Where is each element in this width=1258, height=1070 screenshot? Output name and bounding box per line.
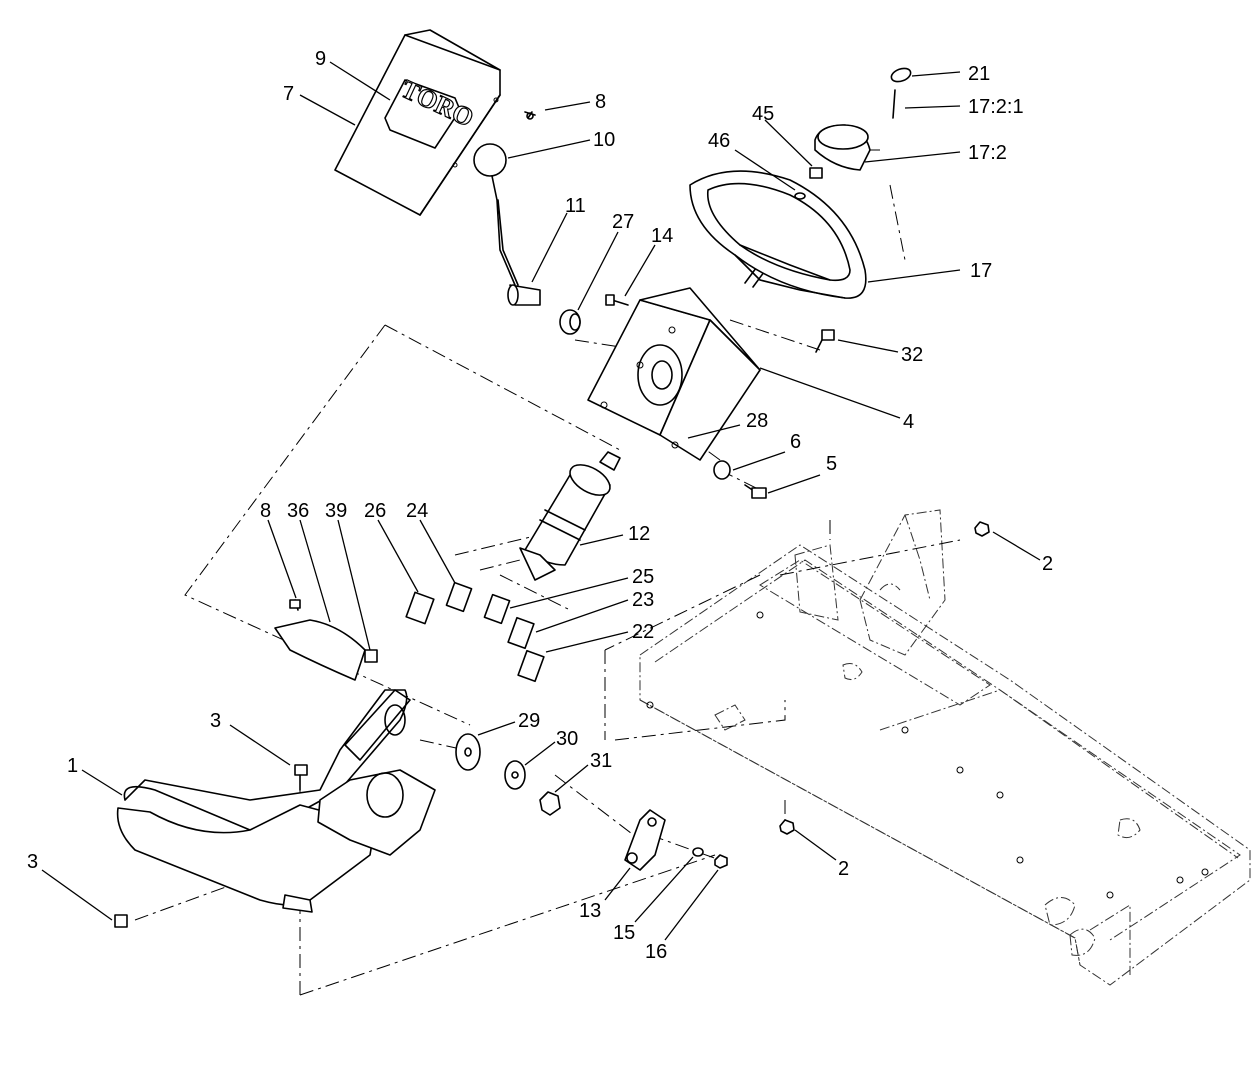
callout-17: 17	[970, 260, 992, 282]
callout-14: 14	[651, 225, 673, 247]
nuts-2	[779, 521, 990, 835]
callout-2-bottom: 2	[838, 858, 849, 880]
hydraulic-fittings	[405, 581, 545, 683]
callout-5: 5	[826, 453, 837, 475]
callout-8-left: 8	[260, 500, 271, 522]
callout-46: 46	[708, 130, 730, 152]
hydraulic-steering-unit	[519, 451, 621, 581]
steering-wheel	[689, 170, 867, 299]
console-cover: TORO	[334, 29, 501, 216]
callout-30: 30	[556, 728, 578, 750]
callout-39: 39	[325, 500, 347, 522]
callout-13: 13	[579, 900, 601, 922]
callout-21: 21	[968, 63, 990, 85]
callout-3-top: 3	[210, 710, 221, 732]
callout-numbers: 9 7 8 10 21 17:2:1 45 46 17:2 11 27 14 1…	[27, 48, 1053, 963]
bracket-36-nut-39-screw-8	[274, 599, 378, 681]
callout-17-2-1: 17:2:1	[968, 96, 1024, 118]
callout-26: 26	[364, 500, 386, 522]
callout-32: 32	[901, 344, 923, 366]
callout-28: 28	[746, 410, 768, 432]
callout-8-top: 8	[595, 91, 606, 113]
callout-2-top: 2	[1042, 553, 1053, 575]
callout-7: 7	[283, 83, 294, 105]
washers-29-30-nut-31	[455, 733, 561, 816]
callout-29: 29	[518, 710, 540, 732]
callout-24: 24	[406, 500, 428, 522]
callout-1: 1	[67, 755, 78, 777]
steering-column-mount	[587, 287, 761, 461]
bolts-3	[114, 764, 308, 928]
steering-cap-knob	[814, 67, 912, 171]
nut-washer-45-46	[794, 167, 823, 200]
washer-6-bolt-5	[713, 460, 767, 499]
callout-3-bottom: 3	[27, 851, 38, 873]
pedal-assembly	[116, 689, 436, 913]
callout-16: 16	[645, 941, 667, 963]
small-screw	[524, 111, 536, 120]
chassis-frame	[639, 509, 1251, 986]
bolt-14	[605, 294, 629, 306]
callout-36: 36	[287, 500, 309, 522]
leader-lines	[41, 61, 1041, 941]
callout-25: 25	[632, 566, 654, 588]
shift-lever	[473, 143, 541, 306]
callout-6: 6	[790, 431, 801, 453]
callout-23: 23	[632, 589, 654, 611]
callout-15: 15	[613, 922, 635, 944]
bushing	[559, 309, 581, 335]
callout-22: 22	[632, 621, 654, 643]
callout-11: 11	[565, 195, 586, 217]
callout-45: 45	[752, 103, 774, 125]
callout-10: 10	[593, 129, 615, 151]
bolt-32	[815, 329, 835, 353]
callout-27: 27	[612, 211, 634, 233]
callout-17-2: 17:2	[968, 142, 1007, 164]
callout-31: 31	[590, 750, 612, 772]
callout-9: 9	[315, 48, 326, 70]
callout-4: 4	[903, 411, 914, 433]
linkage-13-washer-15-nut-16	[624, 809, 728, 871]
callout-12: 12	[628, 523, 650, 545]
